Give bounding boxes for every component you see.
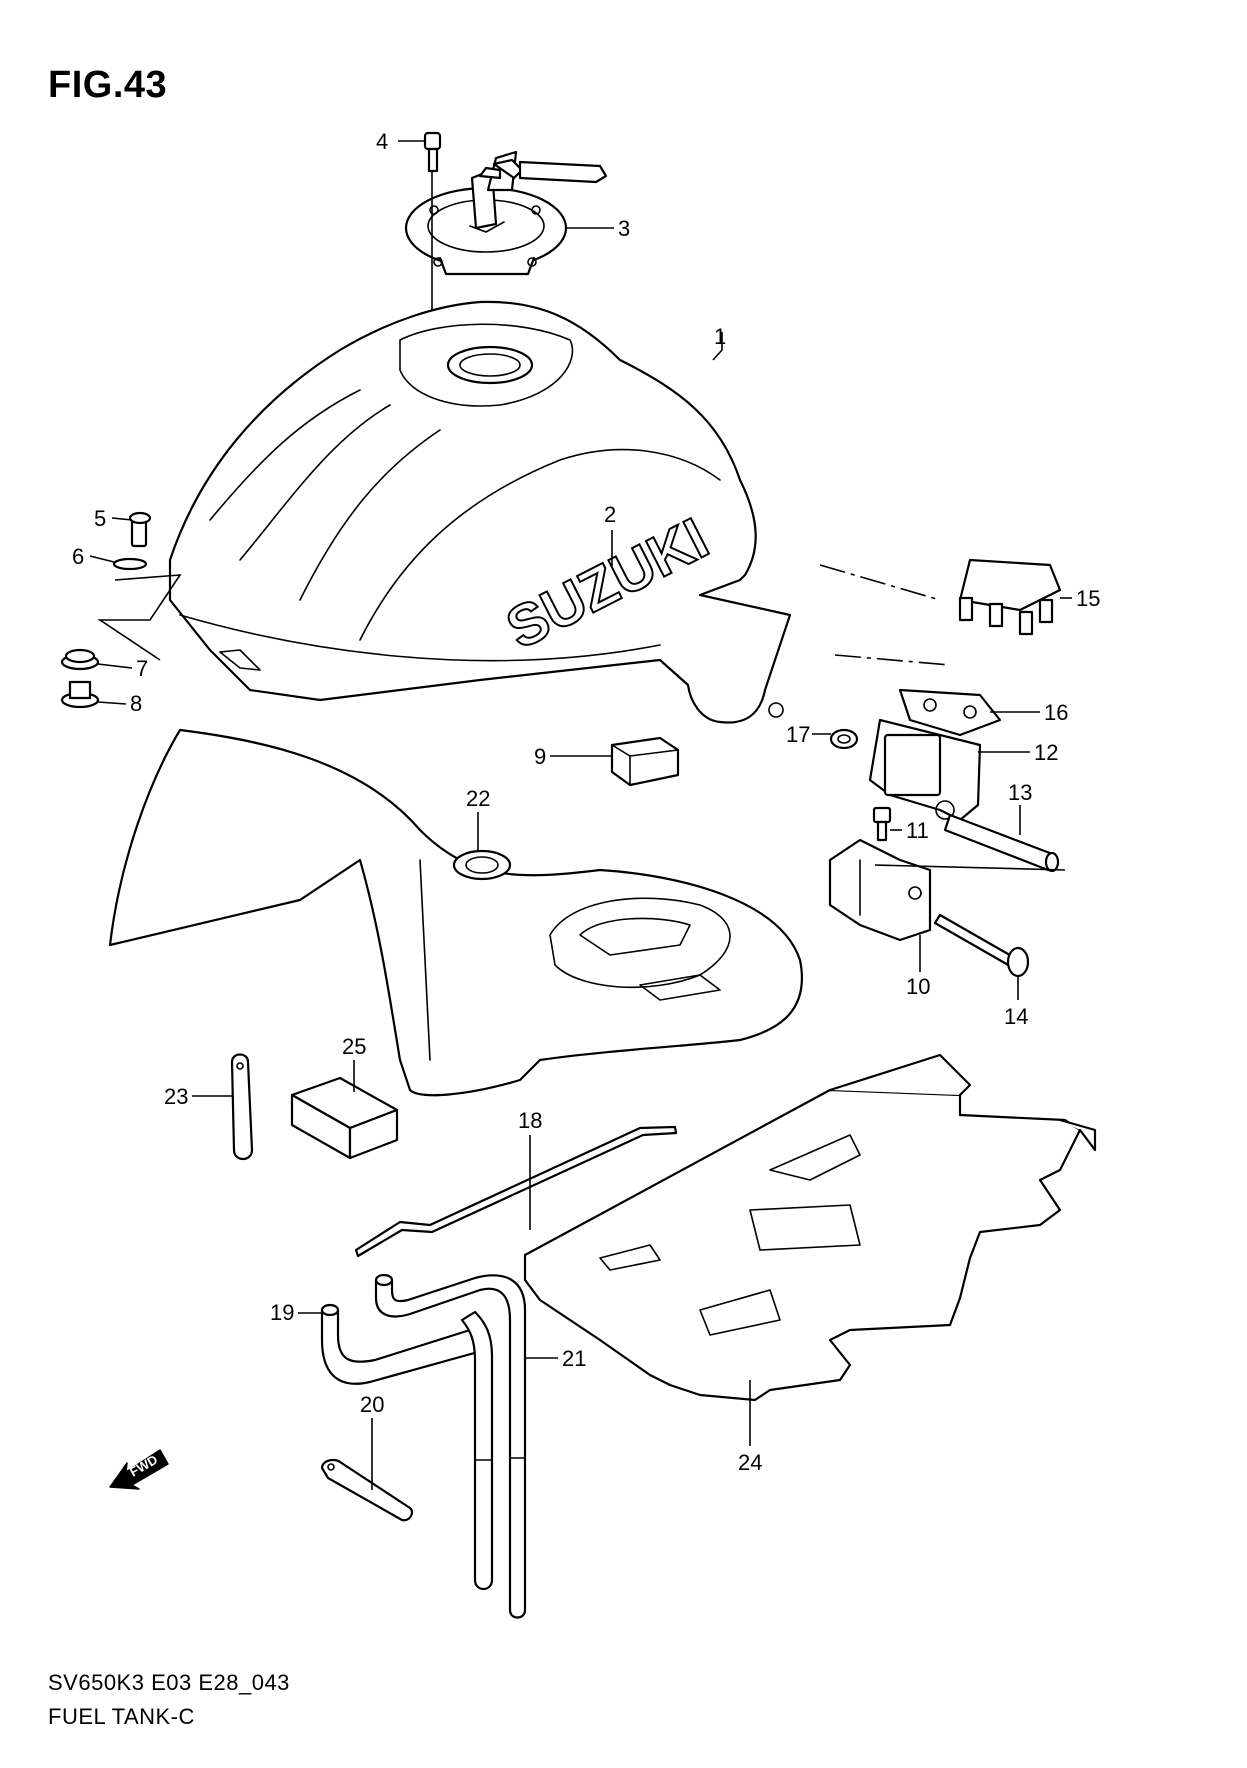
fwd-arrow-icon: FWD <box>109 1449 169 1490</box>
rod-18 <box>354 1125 678 1258</box>
hinge-bracket-10 <box>828 838 932 942</box>
leader-lines <box>89 140 1072 1490</box>
callout-9: 9 <box>534 744 546 769</box>
callout-3: 3 <box>618 216 630 241</box>
callout-23: 23 <box>164 1084 188 1109</box>
hose-19 <box>320 1303 480 1385</box>
callout-4: 4 <box>376 129 388 154</box>
callout-24: 24 <box>738 1450 762 1475</box>
callout-1: 1 <box>714 324 726 349</box>
callout-21: 21 <box>562 1346 586 1371</box>
clamp-23 <box>230 1053 254 1161</box>
model-code: SV650K3 E03 E28_043 <box>48 1670 290 1695</box>
callout-14: 14 <box>1004 1004 1028 1029</box>
cushion-9 <box>610 736 680 787</box>
callout-15: 15 <box>1076 586 1100 611</box>
rear-mount-15 <box>958 558 1062 636</box>
callout-11: 11 <box>906 818 929 843</box>
fuel-tank-1 <box>168 300 792 724</box>
callout-22: 22 <box>466 786 490 811</box>
hose-21 <box>374 1273 527 1619</box>
callout-6: 6 <box>72 544 84 569</box>
bolt-11 <box>872 806 892 842</box>
bracket-12 <box>868 718 982 822</box>
callout-19: 19 <box>270 1300 294 1325</box>
callout-20: 20 <box>360 1392 384 1417</box>
tank-cover-22 <box>108 728 803 1097</box>
pivot-shaft-13 <box>943 813 1060 873</box>
callout-17: 17 <box>786 722 810 747</box>
callout-25: 25 <box>342 1034 366 1059</box>
callout-7: 7 <box>136 656 148 681</box>
callout-18: 18 <box>518 1108 542 1133</box>
figure-name: FUEL TANK-C <box>48 1704 195 1729</box>
callout-8: 8 <box>130 691 142 716</box>
callout-5: 5 <box>94 506 106 531</box>
tray-plate-24 <box>523 1053 1097 1402</box>
rear-cushion-16 <box>898 688 1002 737</box>
foam-block-25 <box>290 1076 399 1160</box>
screw-4 <box>423 131 442 173</box>
bolt-14 <box>933 913 1030 978</box>
clip-20 <box>320 1458 414 1522</box>
front-mount-hardware <box>60 511 182 709</box>
callout-10: 10 <box>906 974 930 999</box>
callout-16: 16 <box>1044 700 1068 725</box>
callout-12: 12 <box>1034 740 1058 765</box>
callout-2: 2 <box>604 502 616 527</box>
callout-labels: 1 2 3 4 5 6 7 8 9 10 11 12 13 14 15 16 1… <box>72 129 1100 1475</box>
callout-13: 13 <box>1008 780 1032 805</box>
nut-17 <box>829 728 859 750</box>
figure-title: FIG.43 <box>48 64 168 106</box>
